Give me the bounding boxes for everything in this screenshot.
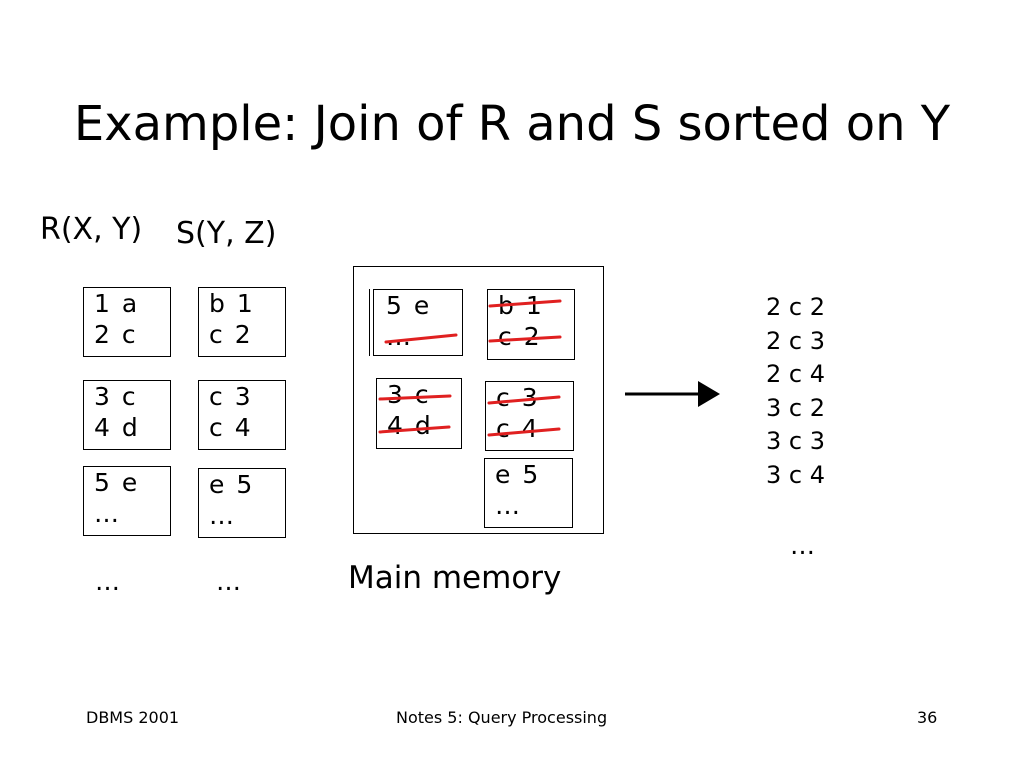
memory-r-block-1-row-1: 5 e bbox=[386, 291, 432, 320]
slide-title: Example: Join of R and S sorted on Y bbox=[73, 96, 951, 152]
result-row: 3 c 2 bbox=[766, 393, 825, 422]
result-row: 3 c 4 bbox=[766, 460, 825, 489]
memory-s-block-3-row-2: … bbox=[495, 491, 522, 520]
arrow-head bbox=[698, 381, 720, 407]
memory-s-block-1: b 1 c 2 bbox=[487, 289, 575, 360]
memory-s-block-2-row-2: c 4 bbox=[496, 414, 540, 443]
s-block-3-row-2: … bbox=[209, 501, 236, 530]
r-disk-block-1: 1 a 2 c bbox=[83, 287, 171, 357]
result-row: 3 c 3 bbox=[766, 427, 825, 455]
s-block-1-row-1: b 1 bbox=[209, 289, 255, 318]
footer-course: DBMS 2001 bbox=[86, 708, 180, 727]
result-row: 2 c 2 bbox=[766, 293, 825, 321]
result-more-ellipsis: … bbox=[790, 531, 815, 560]
main-memory-frame bbox=[353, 266, 604, 534]
r-block-1-row-2: 2 c bbox=[94, 320, 138, 349]
join-result: 2 c 2 2 c 3 2 c 4 3 c 2 3 c 3 3 c 4 bbox=[766, 291, 825, 492]
memory-r-block-1: 5 e … bbox=[373, 289, 463, 356]
memory-r-block-2-row-2: 4 d bbox=[387, 411, 433, 440]
relation-s-label: S(Y, Z) bbox=[176, 216, 277, 251]
memory-r-block-2: 3 c 4 d bbox=[376, 378, 462, 449]
result-row: 2 c 3 bbox=[766, 326, 825, 355]
memory-r-block-2-row-1: 3 c bbox=[387, 380, 431, 409]
r-block-2-row-2: 4 d bbox=[94, 413, 140, 442]
memory-s-block-2: c 3 c 4 bbox=[485, 381, 574, 451]
r-block-3-row-1: 5 e bbox=[94, 468, 140, 497]
memory-s-block-3-row-1: e 5 bbox=[495, 460, 541, 489]
memory-s-block-3: e 5 … bbox=[484, 458, 573, 528]
r-disk-block-3: 5 e … bbox=[83, 466, 171, 536]
r-block-1-row-1: 1 a bbox=[94, 289, 140, 318]
footer-page-number: 36 bbox=[917, 708, 938, 727]
memory-s-block-2-row-1: c 3 bbox=[496, 383, 540, 412]
s-block-1-row-2: c 2 bbox=[209, 320, 253, 349]
r-more-blocks-ellipsis: … bbox=[95, 567, 120, 596]
result-row: 2 c 4 bbox=[766, 360, 825, 388]
memory-s-block-1-row-2: c 2 bbox=[498, 322, 542, 351]
s-block-3-row-1: e 5 bbox=[209, 470, 255, 499]
s-more-blocks-ellipsis: … bbox=[216, 567, 241, 596]
relation-r-label: R(X, Y) bbox=[40, 212, 143, 247]
s-disk-block-3: e 5 … bbox=[198, 468, 286, 538]
s-block-2-row-1: c 3 bbox=[209, 382, 253, 411]
memory-s-block-1-row-1: b 1 bbox=[498, 291, 544, 320]
main-memory-label: Main memory bbox=[348, 560, 562, 596]
memory-r-block-1-row-2: … bbox=[386, 322, 413, 351]
r-block-2-row-1: 3 c bbox=[94, 382, 138, 411]
output-arrow bbox=[625, 381, 720, 407]
r-disk-block-2: 3 c 4 d bbox=[83, 380, 171, 450]
s-disk-block-1: b 1 c 2 bbox=[198, 287, 286, 357]
s-disk-block-2: c 3 c 4 bbox=[198, 380, 286, 450]
r-block-3-row-2: … bbox=[94, 499, 121, 528]
s-block-2-row-2: c 4 bbox=[209, 413, 253, 442]
footer-notes: Notes 5: Query Processing bbox=[396, 708, 608, 727]
